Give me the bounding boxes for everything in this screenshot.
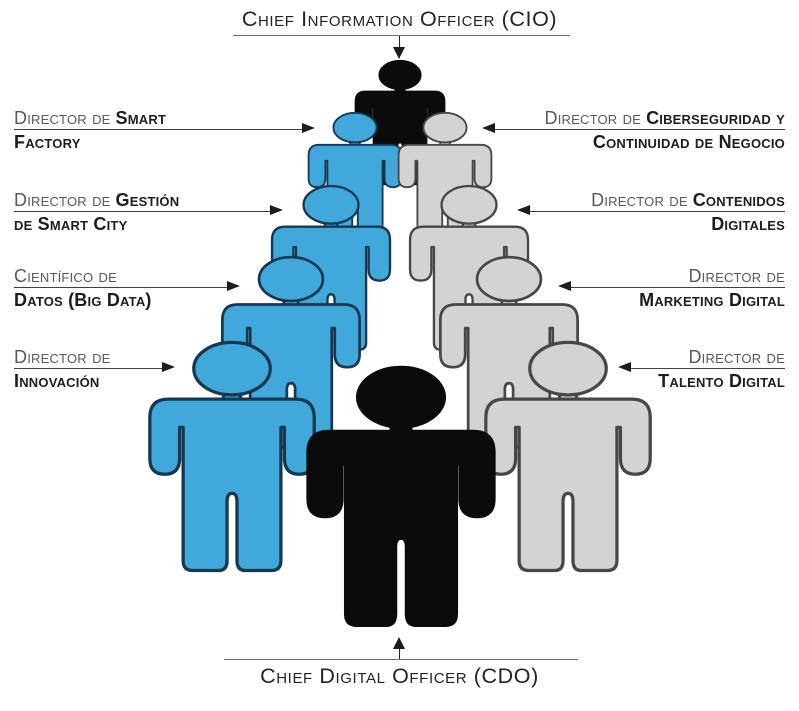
- arrow-right-icon: [162, 361, 175, 372]
- cio-underline: [233, 35, 570, 36]
- label-prefix: Director de: [14, 190, 111, 210]
- cdo-arrow-stem: [399, 648, 400, 660]
- label-line2: Factory: [14, 132, 81, 152]
- label-prefix: Director de: [14, 108, 111, 128]
- label-line2: Datos (Big Data): [14, 290, 152, 310]
- label-prefix: Científico de: [14, 266, 117, 286]
- arrow-marketing: [558, 280, 785, 291]
- arrow-right-icon: [227, 280, 240, 291]
- label-line2: de Smart City: [14, 214, 128, 234]
- label-big-data: Científico de Datos (Big Data): [14, 266, 152, 311]
- cdo-overline: [224, 659, 578, 660]
- label-line1: Director de: [14, 347, 111, 367]
- arrow-smart-city: [14, 204, 283, 215]
- cio-title: Chief Information Officer (CIO): [241, 7, 558, 31]
- label-prefix: Director de: [591, 190, 688, 210]
- label-line1: Director de: [658, 347, 785, 367]
- cdo-arrow-up-icon: [393, 637, 405, 649]
- figure-cdo: [306, 365, 496, 628]
- label-bold: Gestión: [115, 190, 180, 210]
- label-prefix: Director de: [544, 108, 642, 128]
- arrow-big-data: [14, 280, 240, 291]
- cio-arrow-down-icon: [393, 47, 405, 59]
- arrow-left-icon: [618, 361, 631, 372]
- label-line2: Marketing Digital: [639, 290, 785, 310]
- arrow-smart-factory: [14, 122, 315, 133]
- cdo-title: Chief Digital Officer (CDO): [260, 664, 539, 688]
- label-line2: Innovación: [14, 371, 100, 391]
- label-line1: Director de: [639, 266, 785, 286]
- cio-arrow-stem: [399, 36, 400, 48]
- label-marketing: Director de Marketing Digital: [639, 266, 785, 311]
- label-talento: Director de Talento Digital: [658, 347, 785, 392]
- label-innovacion: Director de Innovación: [14, 347, 111, 392]
- label-bold: Smart: [115, 108, 167, 128]
- arrow-left-icon: [558, 280, 571, 291]
- arrow-innovacion: [14, 361, 175, 372]
- arrow-talento: [618, 361, 785, 372]
- label-prefix: Director de: [688, 347, 785, 367]
- label-line1: Científico de: [14, 266, 152, 286]
- arrow-right-icon: [270, 204, 283, 215]
- arrow-ciberseguridad: [482, 122, 785, 133]
- label-bold: Contenidos: [692, 190, 785, 210]
- label-prefix: Director de: [14, 347, 111, 367]
- arrow-left-icon: [482, 122, 495, 133]
- arrow-left-icon: [517, 204, 530, 215]
- label-line2: Digitales: [711, 214, 785, 234]
- label-line2: Talento Digital: [658, 371, 785, 391]
- label-line2: Continuidad de Negocio: [592, 132, 785, 152]
- label-bold: Ciberseguridad y: [646, 108, 785, 128]
- arrow-contenidos: [517, 204, 785, 215]
- arrow-right-icon: [302, 122, 315, 133]
- label-prefix: Director de: [688, 266, 785, 286]
